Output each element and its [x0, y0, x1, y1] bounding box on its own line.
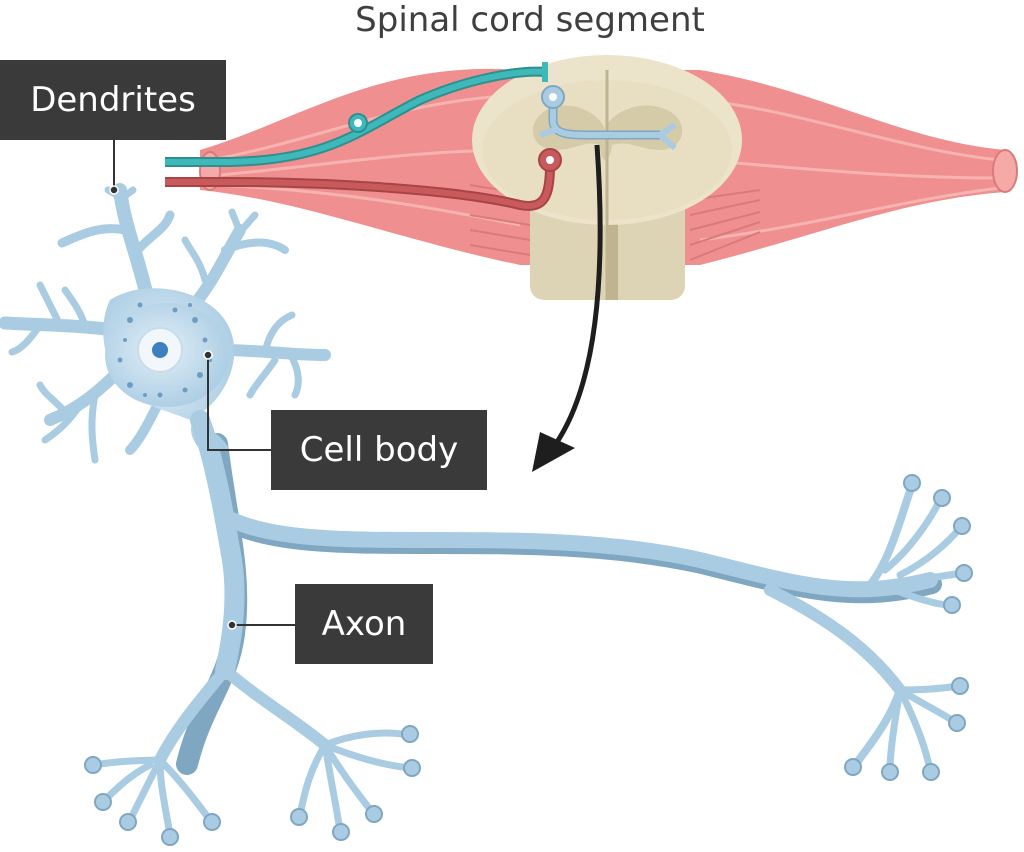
terminal-boutons	[84, 474, 973, 846]
axon-terminals	[91, 481, 966, 839]
zoom-arrow	[532, 144, 603, 472]
cell-body-label: Cell body	[271, 410, 487, 490]
neuron	[0, 183, 973, 846]
cell-body-pointer	[207, 355, 271, 451]
pointer-dots	[109, 185, 237, 630]
label-pointers	[113, 140, 295, 626]
interneuron	[539, 85, 677, 151]
dendrites-label: Dendrites	[0, 60, 226, 140]
sensory-nerve-fiber	[165, 62, 548, 167]
axon	[190, 410, 938, 696]
motor-nerve-fiber	[165, 148, 562, 211]
spinal-cord-segment	[165, 55, 1018, 300]
diagram-title: Spinal cord segment	[355, 0, 705, 40]
cell-body	[103, 288, 235, 450]
axon-label: Axon	[295, 584, 433, 664]
